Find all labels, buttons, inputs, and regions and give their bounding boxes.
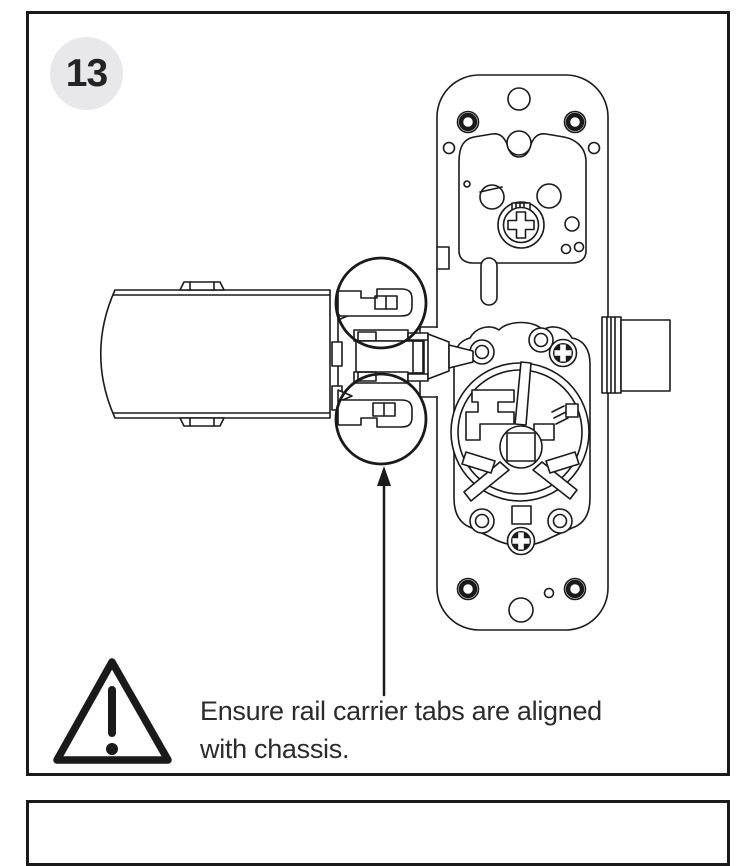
step-number: 13 [65, 51, 108, 95]
warning-triangle-icon [53, 658, 172, 764]
spindle-screw [497, 201, 545, 249]
inner-cover-plate [458, 130, 587, 306]
latch-bolt [601, 316, 671, 394]
chassis-screw-top [548, 338, 578, 368]
next-instruction-panel [26, 800, 730, 866]
carrier-tab-lower [337, 399, 413, 428]
spindle-square-hole [506, 432, 536, 462]
up-arrow-icon [377, 466, 391, 697]
callout-circle-upper [334, 256, 428, 350]
step-number-badge: 13 [50, 37, 123, 110]
technical-drawing [53, 74, 671, 764]
instruction-page: { "page": { "background_color": "#ffffff… [26, 11, 730, 866]
chassis-screw-bottom [506, 526, 536, 556]
caption: Ensure rail carrier tabs are aligned wit… [200, 692, 670, 768]
caption-line-2: with chassis. [200, 734, 350, 764]
carrier-tab-upper [337, 288, 413, 317]
callout-circle-lower [334, 372, 428, 466]
caption-line-1: Ensure rail carrier tabs are aligned [200, 696, 602, 726]
chassis-hub [450, 361, 590, 556]
wire-slot [480, 257, 498, 306]
rail [99, 281, 353, 427]
